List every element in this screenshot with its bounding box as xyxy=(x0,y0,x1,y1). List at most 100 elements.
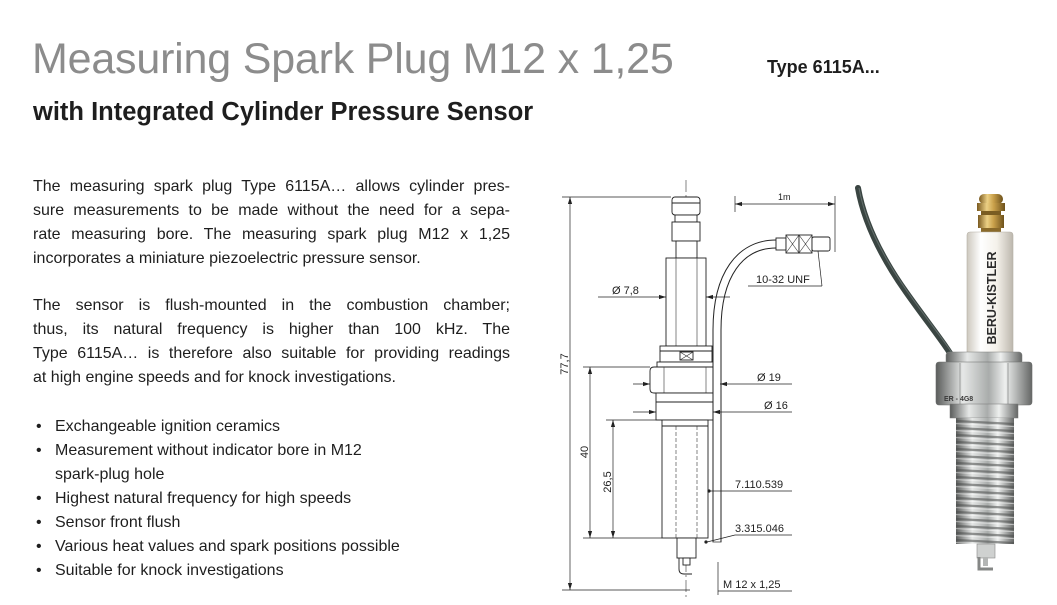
list-item: • Measurement without indicator bore in … xyxy=(33,439,513,487)
terminal-cap-photo xyxy=(979,194,1003,204)
paragraph-line: at high engine speeds and for knock inve… xyxy=(33,369,396,386)
center-electrode xyxy=(682,557,691,566)
thread-highlight xyxy=(955,437,1015,442)
collar xyxy=(656,361,716,368)
thread-highlight xyxy=(955,444,1015,449)
plug-outline xyxy=(649,196,721,575)
list-item: • Various heat values and spark position… xyxy=(33,535,513,559)
thread-groove xyxy=(955,482,1015,489)
thread-groove xyxy=(955,510,1015,517)
cable-connector xyxy=(775,234,831,254)
hex-marking: ER - 4G8 xyxy=(944,396,973,403)
paragraph-line: incorporates a miniature piezoelectric p… xyxy=(33,250,421,267)
list-item-text: Measurement without indicator bore in M1… xyxy=(55,442,362,459)
thread-groove xyxy=(955,454,1015,461)
page-title: Measuring Spark Plug M12 x 1,25 xyxy=(32,35,674,83)
seat-diameter-label: Ø 16 xyxy=(764,400,788,412)
list-item-text: spark-plug hole xyxy=(55,466,165,483)
terminal-base xyxy=(981,228,1001,234)
connector-end xyxy=(811,236,831,252)
feature-list: • Exchangeable ignition ceramics • Measu… xyxy=(33,415,513,583)
thread-groove xyxy=(955,503,1015,510)
sensor-cable xyxy=(712,239,777,543)
paragraph-line: The measuring spark plug Type 6115A… all… xyxy=(33,178,510,195)
sealing-washer xyxy=(949,403,1019,419)
length-40-label: 40 xyxy=(579,446,591,458)
dimensions xyxy=(562,196,836,595)
hex-nut xyxy=(649,366,721,394)
thread-groove xyxy=(955,440,1015,447)
terminal-body xyxy=(671,221,701,242)
center-electrode-photo xyxy=(983,557,988,566)
intro-paragraph: The measuring spark plug Type 6115A… all… xyxy=(33,175,510,271)
brass-terminal xyxy=(977,194,1005,234)
list-item-text: Highest natural frequency for high speed… xyxy=(55,490,352,507)
thread-groove xyxy=(955,447,1015,454)
thread-highlight xyxy=(955,486,1015,491)
list-item: • Highest natural frequency for high spe… xyxy=(33,487,513,511)
insulator-diameter-label: Ø 7,8 xyxy=(612,285,639,297)
crossed-box-line xyxy=(785,234,800,254)
overall-length-label: 77,7 xyxy=(559,353,571,374)
page-subtitle: with Integrated Cylinder Pressure Sensor xyxy=(33,98,534,126)
list-item-text: Exchangeable ignition ceramics xyxy=(55,418,281,435)
paragraph-line: rate measuring bore. The measuring spark… xyxy=(33,226,510,243)
bullet-icon: • xyxy=(36,514,42,531)
bullet-icon: • xyxy=(36,538,42,555)
bullet-icon: • xyxy=(36,418,42,435)
list-item-text: Sensor front flush xyxy=(55,514,181,531)
thread-highlight xyxy=(955,465,1015,470)
hex-nut-photo: ER - 4G8 xyxy=(935,351,1033,406)
thread-groove xyxy=(955,433,1015,440)
thread-highlight xyxy=(955,493,1015,498)
thread-highlight xyxy=(955,500,1015,505)
hex-diameter-label: Ø 19 xyxy=(757,372,781,384)
paragraph-line: Type 6115A… is therefore also suitable f… xyxy=(33,345,510,362)
insulator-marking: BERU-KISTLER xyxy=(985,251,999,344)
thread-grooves xyxy=(955,419,1015,547)
thread-groove xyxy=(955,524,1015,531)
thread-groove xyxy=(955,489,1015,496)
thread-length-label: 26,5 xyxy=(602,471,614,492)
thread-highlight xyxy=(955,451,1015,456)
list-item: • Suitable for knock investigations xyxy=(33,559,513,583)
thread-highlight xyxy=(955,514,1015,519)
thread-groove xyxy=(955,475,1015,482)
ground-electrode-photo xyxy=(977,557,993,571)
thread-highlight xyxy=(955,521,1015,526)
cable-highlight xyxy=(858,187,959,363)
crossed-box-line xyxy=(798,234,813,254)
terminal-neck xyxy=(675,240,698,259)
thread-groove xyxy=(955,426,1015,433)
thread-groove xyxy=(955,461,1015,468)
part-number-label: 3.315.046 xyxy=(735,523,784,535)
cable-length-label: 1m xyxy=(778,192,791,202)
terminal-groove xyxy=(674,214,698,223)
type-label: Type 6115A... xyxy=(767,57,880,77)
thread-body xyxy=(661,419,709,539)
bullet-icon: • xyxy=(36,490,42,507)
terminal-body-photo xyxy=(978,215,1004,228)
paragraph-line: The sensor is flush-mounted in the combu… xyxy=(33,297,510,314)
paragraph-line: thus, its natural frequency is higher th… xyxy=(33,321,510,338)
leader-line xyxy=(817,250,823,287)
product-photo: BERU-KISTLER ER - 4G8 xyxy=(855,185,1033,571)
insulator xyxy=(665,257,707,347)
leader-dot xyxy=(704,540,708,544)
electrode-sleeve xyxy=(676,537,697,559)
thread-highlight xyxy=(955,458,1015,463)
thread-groove xyxy=(955,419,1015,426)
terminal-cap xyxy=(671,196,701,216)
connector-thread-label: 10-32 UNF xyxy=(756,274,810,286)
leader-line xyxy=(706,534,736,543)
crossed-box-line xyxy=(679,351,694,361)
thread-groove xyxy=(955,468,1015,475)
bullet-icon: • xyxy=(36,442,42,459)
dimension-labels: 1m 10-32 UNF Ø 7,8 77,7 40 26,5 Ø 19 Ø 1… xyxy=(559,192,810,591)
part-number-label: 7.110.539 xyxy=(735,479,783,491)
thread-groove xyxy=(955,517,1015,524)
thread-highlight xyxy=(955,430,1015,435)
terminal-groove-photo xyxy=(981,211,1001,215)
terminal-ring xyxy=(977,203,1005,211)
seat xyxy=(655,392,714,421)
